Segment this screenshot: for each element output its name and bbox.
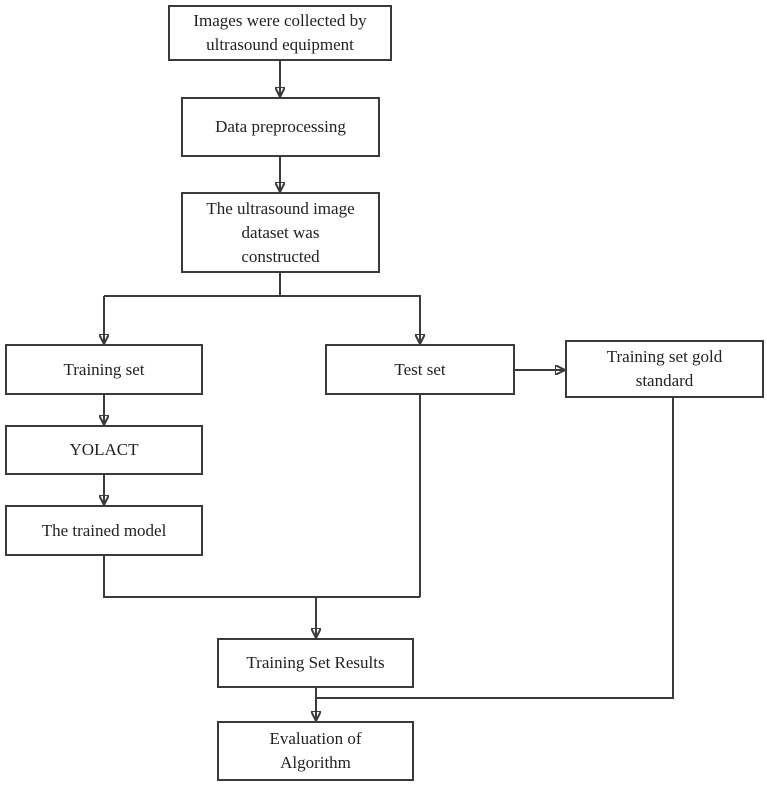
node-training-set-results: Training Set Results: [217, 638, 414, 688]
arrow-to-test-set: [280, 295, 420, 343]
node-training-set-results-label: Training Set Results: [246, 653, 385, 672]
node-trained-model-label: The trained model: [41, 520, 167, 540]
node-test-set: Test set: [325, 344, 515, 395]
node-dataset-construction: The ultrasound image dataset was constru…: [181, 192, 380, 273]
node-dataset-construction-label: The ultrasound image dataset was constru…: [206, 198, 355, 266]
node-yolact-label: YOLACT: [69, 440, 139, 459]
node-test-set-label: Test set: [394, 359, 446, 379]
node-trained-model: The trained model: [5, 505, 203, 556]
node-gold-standard-label: Training set gold standard: [606, 347, 723, 390]
line-trained-model-to-merge: [103, 556, 420, 598]
node-algorithm-evaluation-label: Evaluation of Algorithm: [269, 729, 362, 772]
node-data-preprocessing: Data preprocessing: [181, 97, 380, 157]
node-data-preprocessing-label: Data preprocessing: [215, 117, 346, 136]
line-dataset-split: [104, 273, 281, 297]
node-image-collection-label: Images were collected by ultrasound equi…: [193, 11, 367, 54]
node-gold-standard: Training set gold standard: [565, 340, 764, 398]
line-gold-standard-to-evaluation: [316, 398, 674, 699]
node-algorithm-evaluation: Evaluation of Algorithm: [217, 721, 414, 781]
node-yolact: YOLACT: [5, 425, 203, 475]
node-training-set: Training set: [5, 344, 203, 395]
node-training-set-label: Training set: [63, 359, 145, 379]
node-image-collection: Images were collected by ultrasound equi…: [168, 5, 392, 61]
